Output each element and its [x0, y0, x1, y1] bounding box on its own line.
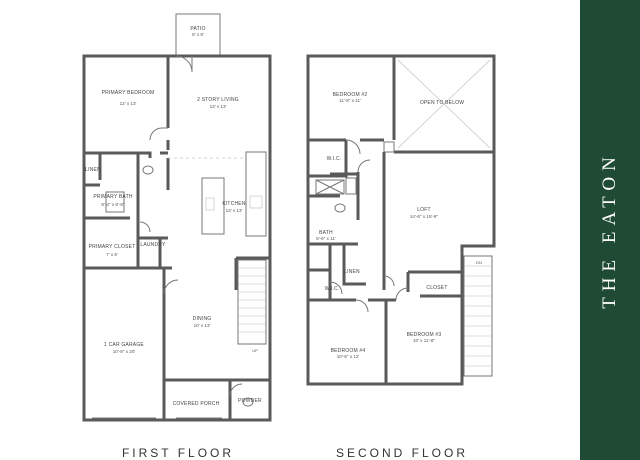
door-swing	[345, 139, 361, 155]
first-floor-plan: PATIO 8' x 8' PRIMARY BEDROOM 12' x 13' …	[82, 13, 272, 460]
door-swing	[355, 299, 369, 313]
brand-side-panel: THE EATON	[580, 0, 640, 460]
primary-closet-dim: 7' x 6'	[106, 252, 118, 257]
two-story-living-label: 2 STORY LIVING	[197, 97, 239, 103]
stair-treads	[238, 267, 266, 333]
bath-label: BATH	[319, 230, 333, 236]
wall	[84, 151, 152, 158]
garage-label: 1 CAR GARAGE	[104, 342, 144, 348]
wall	[342, 244, 366, 286]
dining-dim: 10' x 13'	[194, 323, 211, 328]
wall	[308, 140, 348, 178]
primary-bedroom-label: PRIMARY BEDROOM	[102, 90, 155, 96]
primary-bedroom-dim: 12' x 13'	[120, 101, 137, 106]
toilet-icon	[242, 397, 254, 407]
open-to-below-label: OPEN TO BELOW	[420, 100, 464, 106]
kitchen-label: KITCHEN	[222, 201, 246, 207]
stair-first-floor	[237, 259, 267, 345]
open-to-below-cross	[397, 59, 491, 149]
patio-dim: 8' x 8'	[192, 32, 204, 37]
door-swing	[357, 159, 371, 173]
wic-lower-label: W.I.C.	[325, 286, 340, 292]
first-floor-label: FIRST FLOOR	[122, 446, 234, 460]
shower-icon	[105, 191, 125, 213]
dining-label: DINING	[193, 316, 212, 322]
brand-title: THE EATON	[599, 151, 620, 309]
door-swing	[175, 55, 193, 73]
covered-porch-label: COVERED PORCH	[173, 401, 220, 407]
sink-icon	[205, 197, 215, 211]
loft-label: LOFT	[417, 207, 431, 213]
door-swing	[383, 275, 395, 287]
second-floor-label: SECOND FLOOR	[336, 446, 468, 460]
toilet-icon	[142, 165, 154, 175]
toilet-icon	[334, 203, 346, 213]
column-box	[383, 141, 395, 153]
wic-upper-label: W.I.C.	[327, 156, 342, 162]
first-floor-exterior-wall	[82, 54, 272, 422]
laundry-label: LAUNDRY	[140, 242, 166, 248]
two-story-living-dim: 13' x 13'	[210, 104, 227, 109]
floor-plans: PATIO 8' x 8' PRIMARY BEDROOM 12' x 13' …	[82, 13, 496, 460]
powder-label: POWDER	[238, 398, 262, 404]
door-swing	[329, 281, 343, 295]
bedroom-4-label: BEDROOM #4	[331, 348, 366, 354]
closet-label: CLOSET	[426, 285, 447, 291]
stair-treads	[464, 265, 492, 367]
door-swing	[149, 127, 168, 141]
stair-dn-label: DN	[476, 260, 482, 265]
linen-label: LINEN	[85, 167, 101, 173]
primary-closet-label: PRIMARY CLOSET	[89, 244, 136, 250]
vanity-box	[345, 177, 357, 195]
primary-bath-dim: 8'-4" x 8'-6"	[101, 202, 125, 207]
second-floor-exterior-wall	[306, 54, 496, 386]
linen-upper-label: LINEN	[344, 269, 360, 275]
bedroom-4-dim: 10'-6" x 12'	[337, 354, 360, 359]
stair-up-label: UP	[252, 348, 258, 353]
range-icon	[249, 195, 263, 209]
bedroom-3-dim: 10' x 11'-8"	[413, 338, 436, 343]
kitchen-island	[201, 177, 225, 235]
bedroom-2-label: BEDROOM #2	[333, 92, 368, 98]
bedroom-2-dim: 11'-8" x 11'	[339, 98, 361, 103]
second-floor-plan: BEDROOM #2 11'-8" x 11' OPEN TO BELOW W.…	[306, 54, 496, 460]
patio-label: PATIO	[190, 26, 205, 32]
primary-bath-label: PRIMARY BATH	[93, 194, 133, 200]
door-swing	[163, 279, 179, 295]
kitchen-counter	[245, 151, 267, 237]
bedroom-3-label: BEDROOM #3	[407, 332, 442, 338]
door-swing	[229, 383, 243, 397]
kitchen-dim: 13' x 13'	[226, 208, 243, 213]
garage-dim: 10'-8" x 20'	[113, 349, 136, 354]
loft-dim: 14'-6" x 15'-8"	[410, 214, 439, 219]
door-swing	[139, 221, 151, 233]
tub-icon	[315, 179, 345, 195]
bath-dim: 6'-6" x 11'	[316, 236, 336, 241]
door-swing	[395, 287, 409, 301]
